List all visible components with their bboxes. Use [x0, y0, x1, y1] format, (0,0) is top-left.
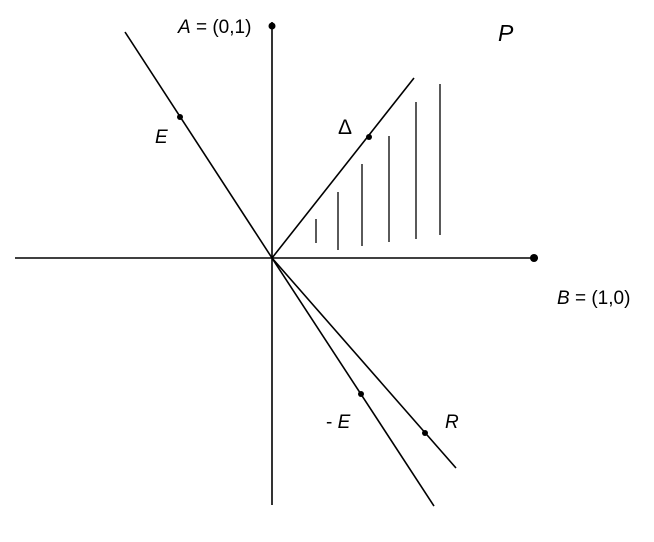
ray-e [124, 31, 273, 259]
label-neg-e-name: E [338, 412, 351, 433]
label-b: B = (1,0) [557, 288, 630, 309]
label-r: R [445, 412, 459, 433]
ray-r [271, 257, 457, 469]
point-a [268, 22, 276, 30]
label-e: E [155, 127, 168, 148]
label-b-name: B [557, 288, 570, 309]
point-delta [366, 134, 372, 140]
point-r [422, 430, 428, 436]
ray-neg-e [271, 257, 435, 507]
label-a-name: A [177, 17, 191, 38]
hatched-region [315, 84, 441, 250]
label-delta: Δ [338, 116, 352, 139]
point-neg-e [358, 391, 364, 397]
point-b [530, 254, 538, 262]
label-a-coords: = (0,1) [191, 17, 252, 38]
label-b-coords: = (1,0) [570, 288, 631, 309]
label-neg-e-prefix: - [326, 412, 338, 433]
point-e [177, 114, 183, 120]
ray-delta [271, 77, 415, 259]
label-neg-e: - E [326, 412, 351, 433]
label-a: A = (0,1) [177, 17, 251, 38]
label-p: P [498, 20, 514, 46]
